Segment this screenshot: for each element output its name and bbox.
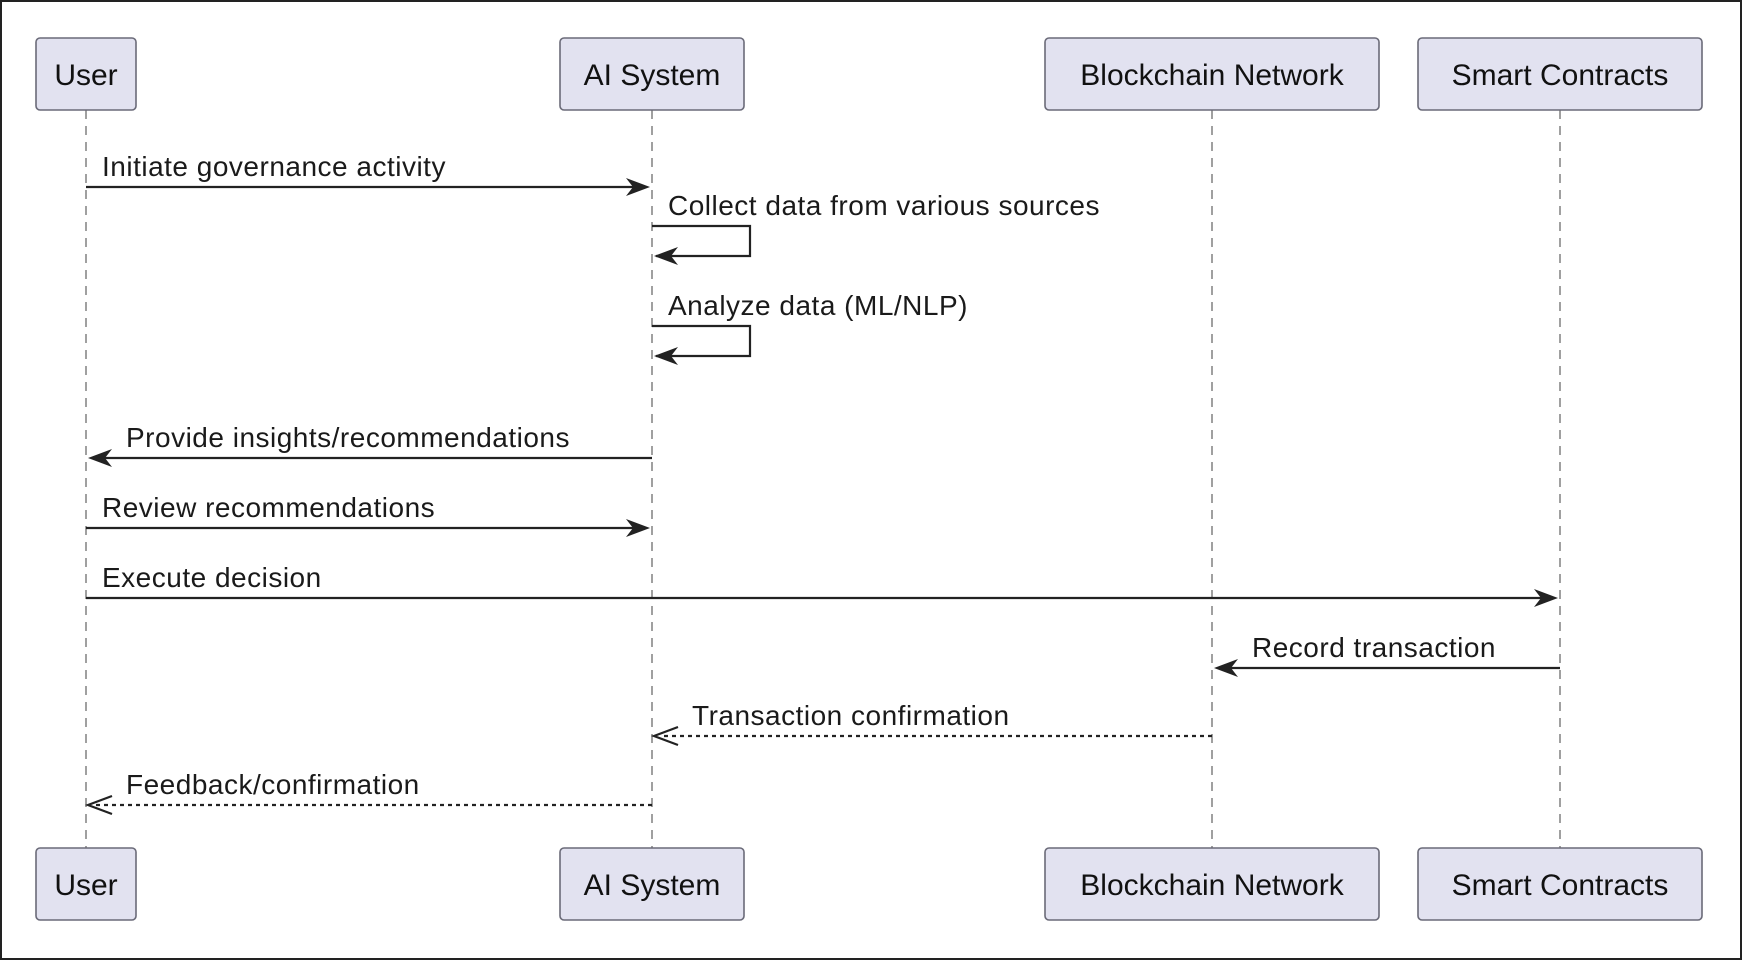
arrowhead — [626, 178, 650, 196]
participant-box — [35, 847, 137, 921]
message-7: Record transaction — [1214, 632, 1560, 677]
participants-bottom: User AI System Blockchain Network Smart Con… — [35, 847, 1703, 921]
message-label: Transaction confirmation — [692, 700, 1010, 731]
arrowhead — [650, 725, 679, 747]
message-label: Feedback/confirmation — [126, 769, 420, 800]
participant-label: AI System — [584, 869, 721, 902]
message-8: Transaction confirmation — [650, 700, 1212, 747]
self-message-line — [652, 224, 752, 258]
arrowhead — [654, 247, 678, 265]
participant-label: User — [54, 869, 117, 902]
message-label: Collect data from various sources — [668, 190, 1100, 221]
participant-label: Smart Contracts — [1452, 869, 1669, 902]
message-label: Analyze data (ML/NLP) — [668, 290, 968, 321]
message-label: Initiate governance activity — [102, 151, 446, 182]
message-6: Execute decision — [86, 562, 1558, 607]
arrowhead — [1214, 659, 1238, 677]
participant-box — [1044, 847, 1380, 921]
participant-label: User — [54, 59, 117, 92]
participant-chain-top: Blockchain Network — [1044, 37, 1380, 111]
message-label: Provide insights/recommendations — [126, 422, 570, 453]
participant-box — [1044, 37, 1380, 111]
message-4: Provide insights/recommendations — [88, 422, 652, 467]
participant-label: Blockchain Network — [1080, 869, 1344, 902]
participant-ai-top: AI System — [559, 37, 745, 111]
arrowhead — [1534, 589, 1558, 607]
arrowhead — [84, 794, 113, 816]
participant-box — [1417, 37, 1703, 111]
arrowhead — [88, 449, 112, 467]
message-5: Review recommendations — [86, 492, 650, 537]
message-label: Review recommendations — [102, 492, 435, 523]
self-message-line — [652, 324, 752, 358]
message-3: Analyze data (ML/NLP) — [652, 290, 968, 365]
arrowhead — [654, 347, 678, 365]
lifelines — [85, 110, 1561, 848]
participant-box — [559, 847, 745, 921]
arrowhead — [626, 519, 650, 537]
participants-top: User AI System Blockchain Network Smart Con… — [35, 37, 1703, 111]
participant-contracts-bottom: Smart Contracts — [1417, 847, 1703, 921]
participant-user-bottom: User — [35, 847, 137, 921]
participant-contracts-top: Smart Contracts — [1417, 37, 1703, 111]
message-9: Feedback/confirmation — [84, 769, 652, 816]
participant-chain-bottom: Blockchain Network — [1044, 847, 1380, 921]
participant-label: Smart Contracts — [1452, 59, 1669, 92]
message-2: Collect data from various sources — [652, 190, 1100, 265]
message-1: Initiate governance activity — [86, 151, 650, 196]
participant-user-top: User — [35, 37, 137, 111]
participant-box — [1417, 847, 1703, 921]
participant-label: Blockchain Network — [1080, 59, 1344, 92]
message-label: Record transaction — [1252, 632, 1496, 663]
participant-box — [35, 37, 137, 111]
participant-label: AI System — [584, 59, 721, 92]
participant-ai-bottom: AI System — [559, 847, 745, 921]
message-label: Execute decision — [102, 562, 322, 593]
participant-box — [559, 37, 745, 111]
